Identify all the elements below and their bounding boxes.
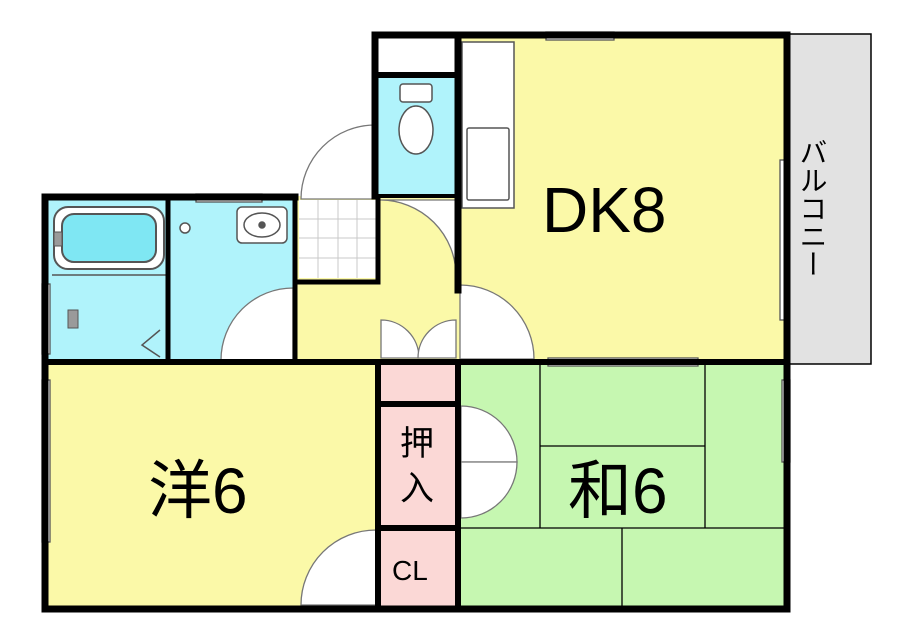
oshiire-label-bottom: 入 bbox=[400, 470, 434, 508]
entry-storage-floor bbox=[378, 364, 458, 404]
kitchen-counter bbox=[461, 41, 515, 209]
balcony-floor bbox=[786, 33, 872, 365]
shower-fixture bbox=[53, 231, 79, 329]
door-swings bbox=[220, 124, 535, 606]
genkan-tiles bbox=[299, 200, 377, 278]
closet-label: CL bbox=[392, 555, 428, 586]
washbasin bbox=[179, 206, 288, 244]
bathtub bbox=[53, 206, 165, 270]
walls bbox=[41, 31, 791, 613]
japanese-room-label: 和6 bbox=[568, 455, 668, 527]
closet-floor bbox=[378, 530, 458, 607]
western-room-label: 洋6 bbox=[148, 455, 248, 527]
tatami-lines bbox=[458, 364, 787, 607]
dk-label: DK8 bbox=[542, 174, 667, 246]
oshiire-label-top: 押 bbox=[400, 425, 434, 463]
toilet-fixture bbox=[398, 83, 434, 155]
balcony-label: バルコニー bbox=[797, 138, 828, 278]
